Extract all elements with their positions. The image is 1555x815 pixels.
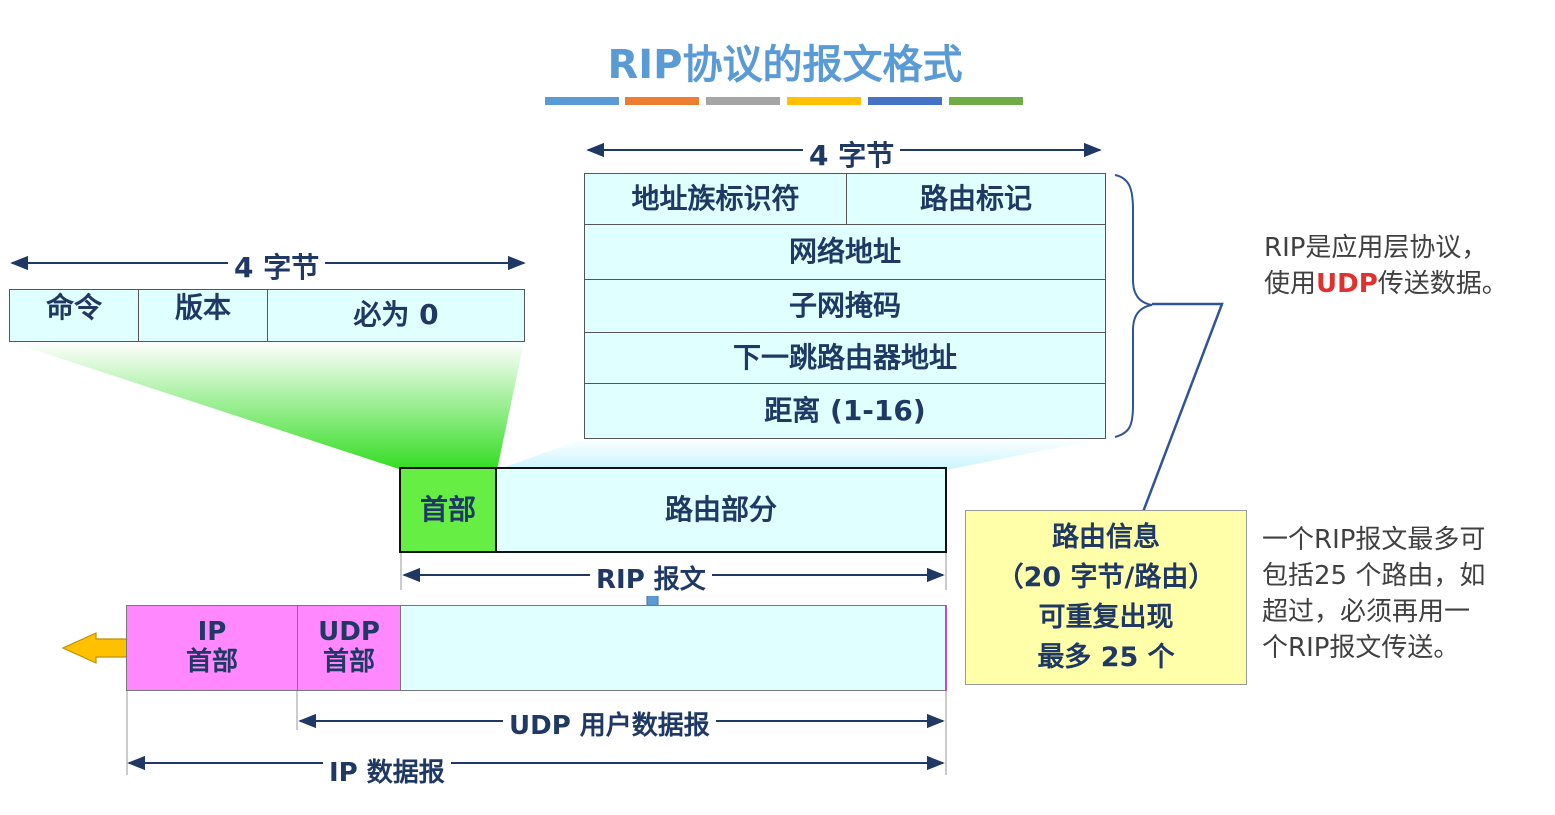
title-underline-bar-1 (545, 97, 619, 105)
udp-header-block: UDP 首部 (298, 606, 401, 690)
routing-info-line-2: （20 字节/路由） (996, 561, 1216, 593)
route-entry-width-label: 4 字节 (803, 134, 901, 174)
title-underline-bar-2 (625, 97, 699, 105)
note-top-highlight: UDP (1316, 269, 1378, 299)
header-funnel (10, 342, 524, 470)
ip-datagram-label: IP 数据报 (323, 752, 451, 789)
udp-datagram-label: UDP 用户数据报 (503, 705, 716, 742)
rip-header-block: 首部 (401, 469, 497, 551)
note-top-prefix: 使用 (1264, 269, 1317, 299)
page-title: RIP协议的报文格式 (607, 42, 963, 88)
routing-info-box: 路由信息 （20 字节/路由） 可重复出现 最多 25 个 (965, 510, 1247, 685)
route-tag-field: 路由标记 (847, 174, 1105, 225)
rip-message-label: RIP 报文 (590, 559, 712, 596)
command-field: 命令 (10, 290, 139, 341)
header-fields-table: 命令 版本 必为 0 (9, 289, 525, 342)
title-underline-bar-5 (868, 97, 942, 105)
ip-datagram: IP 首部 UDP 首部 (126, 605, 947, 691)
left-arrow-icon (61, 632, 128, 664)
header-width-label: 4 字节 (228, 246, 326, 286)
note-bottom-line-4: 个RIP报文传送。 (1262, 633, 1460, 663)
address-family-field: 地址族标识符 (585, 174, 847, 225)
note-application-layer: RIP是应用层协议， 使用UDP传送数据。 (1264, 230, 1508, 302)
routing-part-block: 路由部分 (664, 492, 777, 526)
routing-info-line-4: 最多 25 个 (1037, 641, 1175, 673)
rip-message: 首部 路由部分 (399, 467, 947, 553)
note-max-routes: 一个RIP报文最多可 包括25 个路由，如 超过，必须再用一 个RIP报文传送。 (1262, 522, 1485, 666)
title-underline-bar-4 (787, 97, 861, 105)
note-bottom-line-3: 超过，必须再用一 (1262, 597, 1471, 627)
title-underline-bar-6 (949, 97, 1023, 105)
routing-funnel (497, 438, 1105, 470)
ip-header-block: IP 首部 (127, 606, 298, 690)
note-top-line-1: RIP是应用层协议， (1264, 233, 1488, 263)
version-field: 版本 (139, 290, 268, 341)
routing-info-line-3: 可重复出现 (1038, 601, 1174, 633)
brace-connector-line (1141, 302, 1224, 513)
title-underline-bar-3 (706, 97, 780, 105)
note-bottom-line-2: 包括25 个路由，如 (1262, 561, 1486, 591)
next-hop-field: 下一跳路由器地址 (585, 333, 1105, 384)
route-entry-table: 地址族标识符 路由标记 网络地址 子网掩码 下一跳路由器地址 距离 (1-16) (584, 173, 1106, 439)
distance-field: 距离 (1-16) (764, 393, 926, 427)
note-top-suffix: 传送数据。 (1377, 269, 1508, 299)
note-bottom-line-1: 一个RIP报文最多可 (1262, 525, 1486, 555)
network-address-field: 网络地址 (585, 225, 1105, 280)
must-be-zero-field: 必为 0 (353, 298, 439, 332)
note-top-line-2: 使用UDP传送数据。 (1264, 266, 1508, 302)
subnet-mask-field: 子网掩码 (585, 280, 1105, 333)
route-entry-brace (1114, 174, 1153, 438)
routing-info-line-1: 路由信息 (1052, 521, 1160, 553)
